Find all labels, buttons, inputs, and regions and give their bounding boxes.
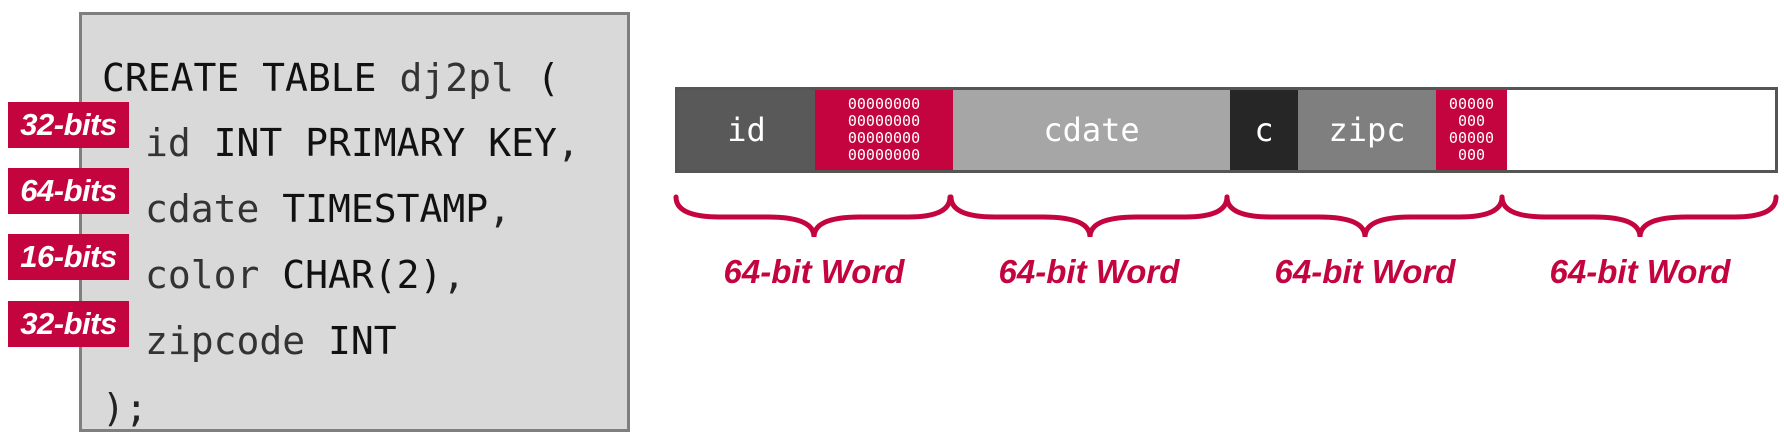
- column-line-cdate: cdate TIMESTAMP,: [145, 186, 511, 232]
- column-type: CHAR(2): [282, 253, 443, 297]
- column-line-color: color CHAR(2),: [145, 252, 465, 298]
- brace-word-4: [1499, 194, 1779, 238]
- segment-padding-2: 00000 000 00000 000: [1436, 90, 1507, 170]
- bits-badge-cdate: 64-bits: [8, 168, 129, 214]
- brace-word-1: [673, 194, 953, 238]
- segment-color: c: [1230, 90, 1298, 170]
- column-type: INT: [328, 319, 397, 363]
- word-label-2: 64-bit Word: [998, 253, 1180, 290]
- segment-padding-1: 00000000 00000000 00000000 00000000: [815, 90, 953, 170]
- padding-bits: 00000: [1448, 95, 1495, 113]
- table-name: dj2pl: [399, 56, 514, 100]
- column-name: zipcode: [145, 319, 306, 363]
- sql-code-box: CREATE TABLE dj2pl ( id INT PRIMARY KEY,…: [79, 12, 630, 432]
- padding-bits: 00000000: [847, 95, 921, 113]
- word-label-1: 64-bit Word: [723, 253, 905, 290]
- column-line-id: id INT PRIMARY KEY,: [145, 120, 580, 166]
- memory-layout-row: id 00000000 00000000 00000000 00000000 c…: [675, 87, 1778, 173]
- column-suffix: ,: [442, 253, 466, 297]
- padding-bits: 00000000: [847, 129, 921, 147]
- brace-word-3: [1224, 194, 1505, 238]
- create-table-line: CREATE TABLE dj2pl (: [102, 55, 560, 101]
- segment-id: id: [678, 90, 815, 170]
- bits-badge-id: 32-bits: [8, 102, 129, 148]
- word-label-3: 64-bit Word: [1274, 253, 1456, 290]
- open-paren: (: [536, 56, 560, 100]
- segment-cdate: cdate: [953, 90, 1230, 170]
- column-name: color: [145, 253, 260, 297]
- padding-bits: 000: [1457, 112, 1486, 130]
- segment-zipcode: zipc: [1298, 90, 1436, 170]
- padding-bits: 000: [1457, 146, 1486, 164]
- padding-bits: 00000000: [847, 146, 921, 164]
- column-suffix: ,: [488, 187, 512, 231]
- brace-word-2: [948, 194, 1230, 238]
- bits-badge-zipcode: 32-bits: [8, 301, 129, 347]
- word-label-4: 64-bit Word: [1549, 253, 1731, 290]
- column-name: cdate: [145, 187, 260, 231]
- column-type: TIMESTAMP: [282, 187, 489, 231]
- column-type: INT PRIMARY KEY: [213, 121, 557, 165]
- close-statement: );: [102, 386, 148, 430]
- column-suffix: ,: [556, 121, 580, 165]
- padding-bits: 00000000: [847, 112, 921, 130]
- column-line-zipcode: zipcode INT: [145, 318, 397, 364]
- create-keyword: CREATE TABLE: [102, 56, 377, 100]
- padding-bits: 00000: [1448, 129, 1495, 147]
- bits-badge-color: 16-bits: [8, 234, 129, 280]
- column-name: id: [145, 121, 191, 165]
